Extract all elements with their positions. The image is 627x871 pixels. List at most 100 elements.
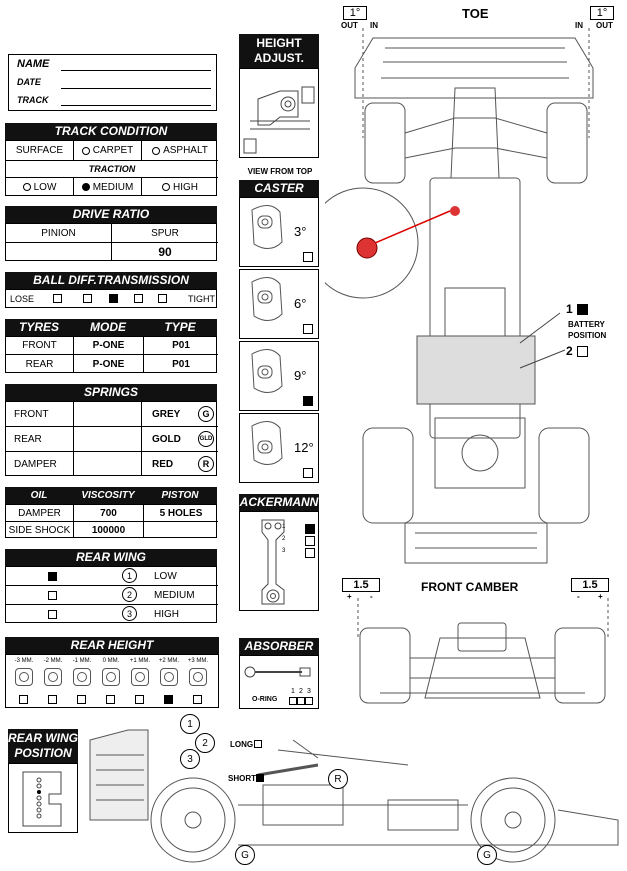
ackermann-checkbox-3[interactable] [305, 548, 315, 558]
traction-high-option[interactable]: HIGH [142, 178, 218, 196]
oil-damper-holes[interactable]: 5 HOLES [144, 505, 218, 522]
oil-damper-pos: DAMPER [6, 505, 74, 522]
name-field[interactable] [61, 70, 211, 71]
caster-checkbox[interactable] [303, 324, 313, 334]
mode-col-header: MODE [90, 320, 126, 334]
rear-wing-high-row[interactable]: 3 HIGH [6, 605, 218, 623]
caster-option-3[interactable]: 9° [239, 341, 319, 411]
rear-height-checkbox[interactable] [77, 695, 86, 704]
caster-checkbox[interactable] [303, 396, 313, 406]
camber-left-minus: - [370, 592, 373, 601]
toe-right-value[interactable]: 1° [590, 6, 614, 20]
springs-title: SPRINGS [5, 384, 217, 401]
caster-angle-label: 3° [294, 224, 307, 239]
camber-left-value[interactable]: 1.5 [342, 578, 380, 592]
traction-medium-option[interactable]: MEDIUM [74, 178, 142, 196]
spring-front-blank[interactable] [74, 402, 142, 427]
spur-label: SPUR [112, 224, 218, 243]
rear-wing-medium-row[interactable]: 2 MEDIUM [6, 586, 218, 605]
camber-right-value[interactable]: 1.5 [571, 578, 609, 592]
rear-wing-table: 1 LOW 2 MEDIUM 3 HIGH [5, 566, 218, 623]
long-checkbox[interactable] [254, 740, 262, 748]
rear-height-spacer-icon [15, 668, 33, 686]
rear-height-step-label: 0 MM. [102, 658, 120, 664]
track-field[interactable] [61, 105, 211, 106]
tyre-front-type[interactable]: P01 [144, 337, 218, 355]
carpet-option[interactable]: CARPET [74, 141, 142, 160]
rear-wing-low-row[interactable]: 1 LOW [6, 567, 218, 586]
caster-checkbox[interactable] [303, 468, 313, 478]
caster-option-4[interactable]: 12° [239, 413, 319, 483]
battery-option-1-checkbox[interactable] [577, 304, 588, 315]
rear-height-checkbox[interactable] [48, 695, 57, 704]
spur-value[interactable]: 90 [158, 245, 172, 259]
rear-height-checkbox[interactable] [193, 695, 202, 704]
view-from-top-label: VIEW FROM TOP [247, 167, 313, 176]
rear-height-step-label: +1 MM. [129, 658, 151, 664]
ackermann-checkbox-1[interactable] [305, 524, 315, 534]
asphalt-label: ASPHALT [163, 145, 208, 156]
caster-option-2[interactable]: 6° [239, 269, 319, 339]
diff-box-3-selected[interactable] [109, 294, 118, 303]
oring-num-3: 3 [307, 688, 311, 695]
rear-height-spacer-icon [131, 668, 149, 686]
spring-damper-blank[interactable] [74, 452, 142, 476]
rear-height-step-label: -3 MM. [14, 658, 34, 664]
battery-option-2-checkbox[interactable] [577, 346, 588, 357]
oil-side-shock-visc[interactable]: 100000 [74, 522, 144, 538]
caster-option-1[interactable]: 3° [239, 197, 319, 267]
toe-title: TOE [462, 6, 489, 21]
tyre-rear-pos: REAR [6, 355, 74, 373]
viscosity-col-header: VISCOSITY [81, 490, 135, 501]
ackermann-checkbox-2[interactable] [305, 536, 315, 546]
height-adjust-drawing [243, 86, 315, 154]
tyre-rear-type[interactable]: P01 [172, 358, 190, 370]
tyre-front-mode[interactable]: P-ONE [74, 337, 144, 355]
pinion-value[interactable] [6, 243, 112, 261]
diff-box-2[interactable] [83, 294, 92, 303]
rear-height-checkbox[interactable] [106, 695, 115, 704]
low-label: LOW [33, 181, 57, 193]
short-label: SHORT [228, 774, 256, 783]
spring-rear-pos: REAR [6, 427, 74, 452]
rear-height-checkbox[interactable] [19, 695, 28, 704]
oil-damper-visc[interactable]: 700 [74, 505, 144, 522]
rear-wing-low-checkbox[interactable] [48, 572, 57, 581]
oil-side-shock-holes[interactable] [144, 522, 218, 538]
tyres-header-row: TYRES MODE TYPE [5, 319, 217, 336]
caster-checkbox[interactable] [303, 252, 313, 262]
oring-checkbox-1[interactable] [289, 697, 297, 705]
rear-height-step-label: -2 MM. [43, 658, 63, 664]
date-field[interactable] [61, 88, 211, 89]
ball-diff-scale: LOSE TIGHT [5, 289, 217, 308]
caster-title: CASTER [239, 180, 319, 197]
height-adjust-line2: ADJUST. [253, 51, 304, 65]
tyre-rear-mode[interactable]: P-ONE [74, 355, 144, 373]
short-checkbox[interactable] [256, 774, 264, 782]
rear-wing-high-checkbox[interactable] [48, 610, 57, 619]
front-grey-spring-code-callout: G [477, 845, 497, 865]
traction-low-option[interactable]: LOW [6, 178, 74, 196]
car-top-view-drawing [325, 28, 594, 564]
toe-left-value[interactable]: 1° [343, 6, 367, 20]
caster-block-drawing [251, 421, 283, 465]
rear-height-checkbox[interactable] [135, 695, 144, 704]
oil-header-row: OIL VISCOSITY PISTON HOLES [5, 487, 217, 518]
rear-height-checkbox[interactable] [164, 695, 173, 704]
oring-checkbox-3[interactable] [305, 697, 313, 705]
name-label: NAME [17, 58, 50, 70]
spring-damper-color: RED [152, 458, 174, 470]
rear-wing-medium-checkbox[interactable] [48, 591, 57, 600]
diff-box-1[interactable] [53, 294, 62, 303]
asphalt-option[interactable]: ASPHALT [142, 141, 218, 160]
rear-wing-position-title: REAR WING POSITION [8, 729, 78, 763]
rear-height-panel: -3 MM.-2 MM.-1 MM.0 MM.+1 MM.+2 MM.+3 MM… [5, 654, 219, 708]
oring-checkbox-2[interactable] [297, 697, 305, 705]
diff-box-4[interactable] [134, 294, 143, 303]
caster-block-drawing [251, 277, 283, 321]
spring-rear-blank[interactable] [74, 427, 142, 452]
diff-box-5[interactable] [158, 294, 167, 303]
